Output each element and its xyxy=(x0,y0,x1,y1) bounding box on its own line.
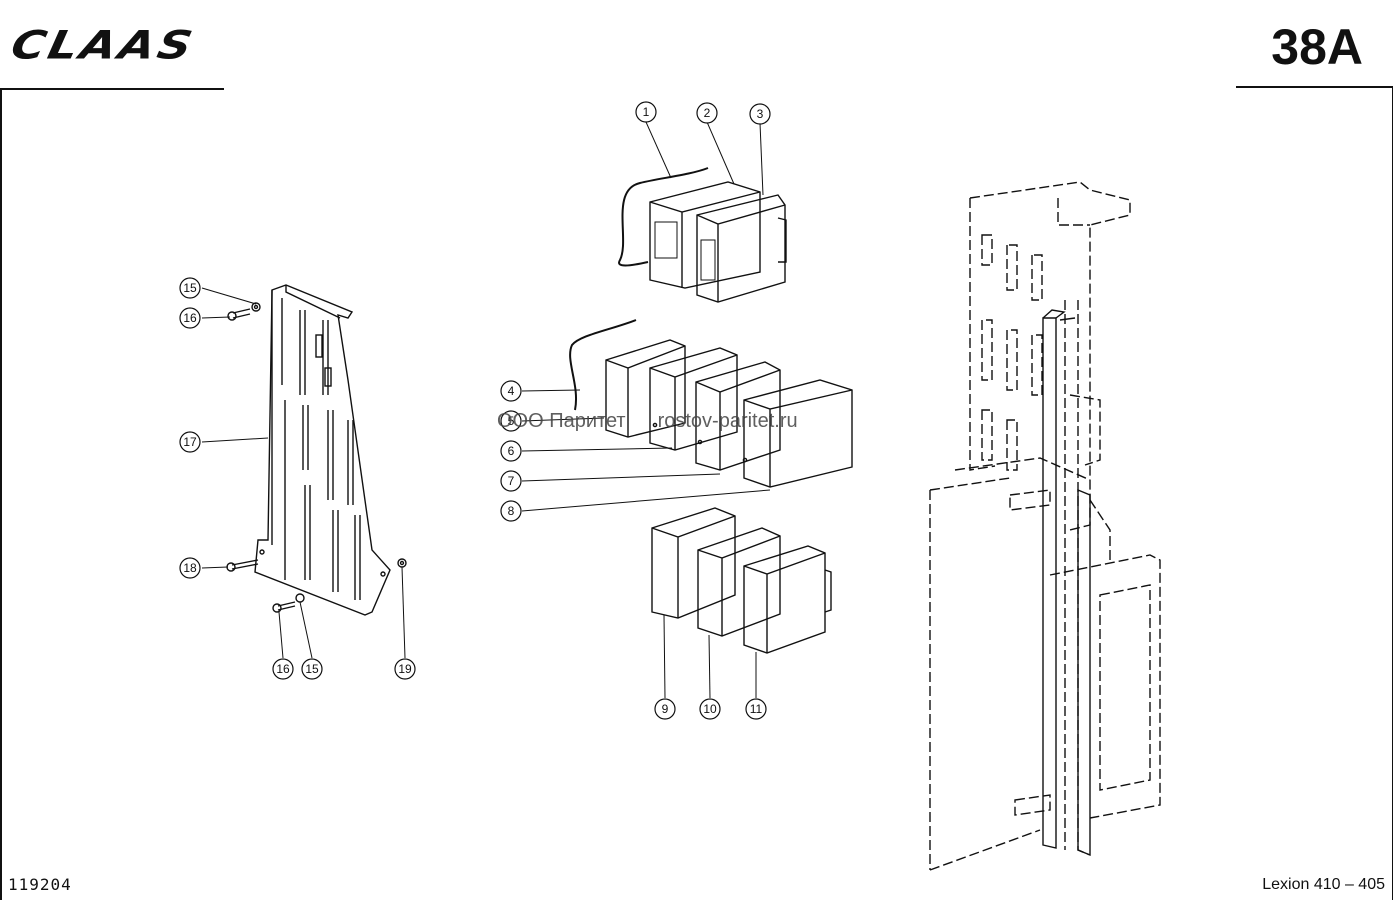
callout-label: 2 xyxy=(704,106,711,120)
page-number: 38A xyxy=(1271,19,1363,75)
callout-label: 1 xyxy=(643,105,650,119)
callout-7: 7 xyxy=(500,470,522,492)
callout-label: 3 xyxy=(757,107,764,121)
callout-label: 18 xyxy=(183,561,197,575)
callout-label: 17 xyxy=(183,435,197,449)
callout-10: 10 xyxy=(699,698,721,720)
callout-1: 1 xyxy=(635,101,657,123)
callout-label: 15 xyxy=(305,662,319,676)
electrical-panel-outline xyxy=(929,181,1161,871)
callout-8: 8 xyxy=(500,500,522,522)
callout-19: 19 xyxy=(394,658,416,680)
callout-label: 16 xyxy=(183,311,197,325)
callout-16-top: 16 xyxy=(179,307,201,329)
watermark-company: ООО Паритет xyxy=(497,410,626,432)
callout-15-bottom: 15 xyxy=(301,658,323,680)
relay-group-top xyxy=(618,167,787,303)
callout-label: 15 xyxy=(183,281,197,295)
callout-label: 19 xyxy=(398,662,412,676)
callout-label: 4 xyxy=(508,384,515,398)
model-label: Lexion 410 – 405 xyxy=(1262,876,1385,893)
callout-label: 6 xyxy=(508,444,515,458)
callout-label: 16 xyxy=(276,662,290,676)
drawing-number: 119204 xyxy=(8,875,72,894)
leader-lines xyxy=(201,121,771,699)
callout-17: 17 xyxy=(179,431,201,453)
callout-18: 18 xyxy=(179,557,201,579)
watermark-site: rostov-paritet.ru xyxy=(657,410,798,432)
callout-16-bottom: 16 xyxy=(272,658,294,680)
callout-label: 5 xyxy=(508,414,515,428)
watermark: ООО Паритет rostov-paritet.ru xyxy=(497,410,830,433)
callout-label: 8 xyxy=(508,504,515,518)
panel-mounting-rail xyxy=(1042,309,1091,857)
callout-label: 10 xyxy=(703,702,717,716)
relay-group-middle xyxy=(569,319,853,488)
callout-2: 2 xyxy=(696,102,718,124)
header-right-rule xyxy=(1236,86,1393,88)
callout-4: 4 xyxy=(500,380,522,402)
callout-6: 6 xyxy=(500,440,522,462)
callout-label: 9 xyxy=(662,702,669,716)
callout-5: 5 xyxy=(500,410,522,432)
relay-group-bottom xyxy=(651,507,832,654)
callout-label: 11 xyxy=(750,702,763,716)
frame-right-border xyxy=(1391,88,1393,900)
callout-label: 7 xyxy=(508,474,515,488)
frame-left-border xyxy=(0,88,2,900)
header-left-rule xyxy=(0,88,224,90)
callout-11: 11 xyxy=(745,698,767,720)
mounting-bracket xyxy=(254,284,391,616)
callout-3: 3 xyxy=(749,103,771,125)
callout-9: 9 xyxy=(654,698,676,720)
bracket-fasteners xyxy=(226,302,407,613)
callout-15-top: 15 xyxy=(179,277,201,299)
callout-bubbles: 1 2 3 4 5 6 7 8 9 10 11 15 16 17 18 16 1… xyxy=(179,101,771,720)
